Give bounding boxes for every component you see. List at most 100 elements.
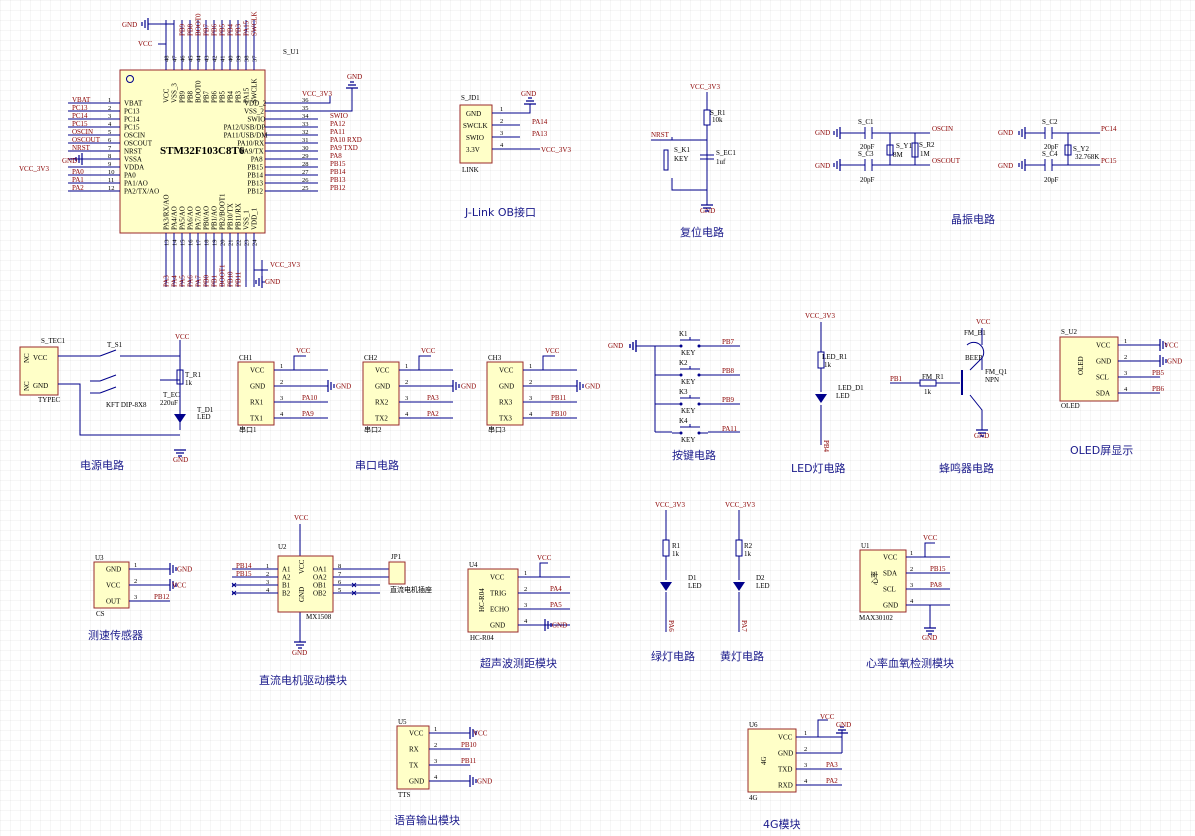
uart-pin-number: 1 [280, 363, 283, 370]
mcu-pin-name: PB1/AO [211, 206, 219, 230]
mcu-right-gnd-label: GND [347, 73, 362, 81]
voice-module[interactable] [396, 725, 430, 790]
uart-connector[interactable] [362, 361, 400, 426]
uart-connector[interactable] [237, 361, 275, 426]
gnd-icon [141, 18, 149, 30]
mcu-pin-name: PA7/AO [195, 206, 203, 230]
key-label: KEY [681, 436, 695, 444]
speed-sensor[interactable] [93, 561, 130, 609]
yellow-net: PA7 [740, 620, 748, 632]
heart-pin-name: GND [883, 602, 898, 610]
mcu-pin-number: 37 [252, 55, 259, 62]
oled-label: OLED [1077, 356, 1085, 375]
yellow-d: D2 [756, 574, 765, 582]
uart-connector[interactable] [486, 361, 524, 426]
ultra-pin-number: 2 [524, 586, 527, 593]
green-r: R1 [672, 542, 681, 550]
jlink-pin-2: SWCLK [463, 122, 488, 130]
mcu-pin-number: 6 [108, 137, 112, 144]
mcu-pin-name: PB4 [227, 90, 235, 103]
gnd-icon [1018, 159, 1026, 171]
mcu-pin-number: 19 [212, 240, 219, 247]
mcu-pin-number: 35 [302, 105, 309, 112]
vcc-bar [469, 727, 477, 739]
jlink-connector[interactable] [459, 104, 493, 164]
gnd-icon [327, 380, 335, 392]
reset-r-val: 10k [712, 116, 723, 124]
oled-pin-number: 3 [1124, 370, 1127, 377]
led-vcc: VCC_3V3 [805, 312, 835, 320]
mcu-pin-net: PB9 [179, 23, 187, 36]
motor-block: U2 VCC VCC GND MX1508 GND A11PB14A22PB15… [231, 514, 432, 687]
heart-sensor[interactable] [859, 549, 907, 613]
speed-des: U3 [95, 554, 104, 562]
uart-net-gnd: GND [336, 383, 351, 391]
mcu-pin-number: 5 [108, 129, 111, 136]
reset-key-des: S_K1 [674, 146, 690, 154]
motor-driver[interactable] [277, 555, 334, 613]
mcu-pin-net: PA7 [195, 275, 203, 287]
buzzer-title: 蜂鸣器电路 [939, 461, 994, 475]
key-designator: K1 [679, 330, 688, 338]
gnd-icon [1159, 355, 1167, 367]
crystal-gnd-4: GND [998, 162, 1013, 170]
uart-pin-number: 3 [529, 395, 532, 402]
mcu-pin-name: PB0/AO [203, 206, 211, 230]
mcu-pin-net: PB6 [211, 23, 219, 36]
mcu-pin-name: PA12/USB/DP [224, 124, 266, 132]
power-gnd: GND [173, 456, 188, 464]
mcu-pin-number: 16 [188, 239, 195, 246]
power-c-des: T_EC [163, 391, 180, 399]
motor-gpin: GND [298, 587, 306, 602]
ultra-module[interactable] [467, 568, 519, 633]
buzzer-net: PB1 [890, 375, 903, 383]
mcu-pin-name: SWIO [247, 116, 265, 124]
mcu-designator: S_U1 [283, 48, 299, 56]
mcu-pin-net: BOOT1 [219, 264, 227, 287]
oled-module[interactable] [1059, 336, 1119, 402]
crystal-c2v: 20pF [1044, 143, 1059, 151]
motor-connector[interactable] [388, 561, 406, 585]
mcu-pin-number: 33 [302, 121, 309, 128]
mcu-pin-net: PA15 [243, 20, 251, 36]
uart-net-gnd: GND [585, 383, 600, 391]
yellow-title: 黄灯电路 [720, 649, 764, 663]
power-typec[interactable] [19, 346, 59, 396]
power-led-des: T_D1 [197, 406, 214, 414]
mcu-pin-net: PA8 [330, 152, 342, 160]
mcu-body[interactable] [119, 69, 266, 234]
buzzer-label: BEEP [965, 354, 982, 362]
ultra-pin-number: 3 [524, 602, 527, 609]
mcu-pin-net: PA2 [72, 184, 84, 192]
voice-pin-number: 1 [434, 726, 437, 733]
ultra-sub: HC-R04 [470, 634, 494, 642]
mcu-pin-net: PB12 [330, 184, 346, 192]
crystal-c3v: 20pF [860, 176, 875, 184]
oled-pin-name: GND [1096, 358, 1111, 366]
uart-pin-name: TX1 [250, 415, 263, 423]
mcu-pin-number: 36 [302, 97, 309, 104]
speed-net: PB12 [154, 593, 170, 601]
key-net: PB7 [722, 338, 735, 346]
mcu-pin-net: OSCOUT [72, 136, 101, 144]
mcu-pin-name: BOOT0 [195, 80, 203, 103]
uart-net: PB10 [551, 410, 567, 418]
g4-module[interactable] [747, 728, 797, 793]
ultra-pin-number: 1 [524, 570, 527, 577]
speed-pin-number: 3 [134, 594, 137, 601]
mcu-pin-name: OSCIN [124, 132, 145, 140]
crystal-y2: S_Y2 [1073, 145, 1089, 153]
mcu-pin-name: PB2/BOOT1 [219, 193, 227, 230]
power-tec: S_TEC1 [41, 337, 66, 345]
speed-title: 测速传感器 [88, 629, 143, 642]
mcu-pin-name: NRST [124, 148, 143, 156]
mcu-pin-net: VBAT [72, 96, 91, 104]
mcu-pin-number: 7 [108, 145, 112, 152]
led-r-des: LED_R1 [822, 353, 848, 361]
heart-title: 心率血氧检测模块 [866, 656, 954, 670]
